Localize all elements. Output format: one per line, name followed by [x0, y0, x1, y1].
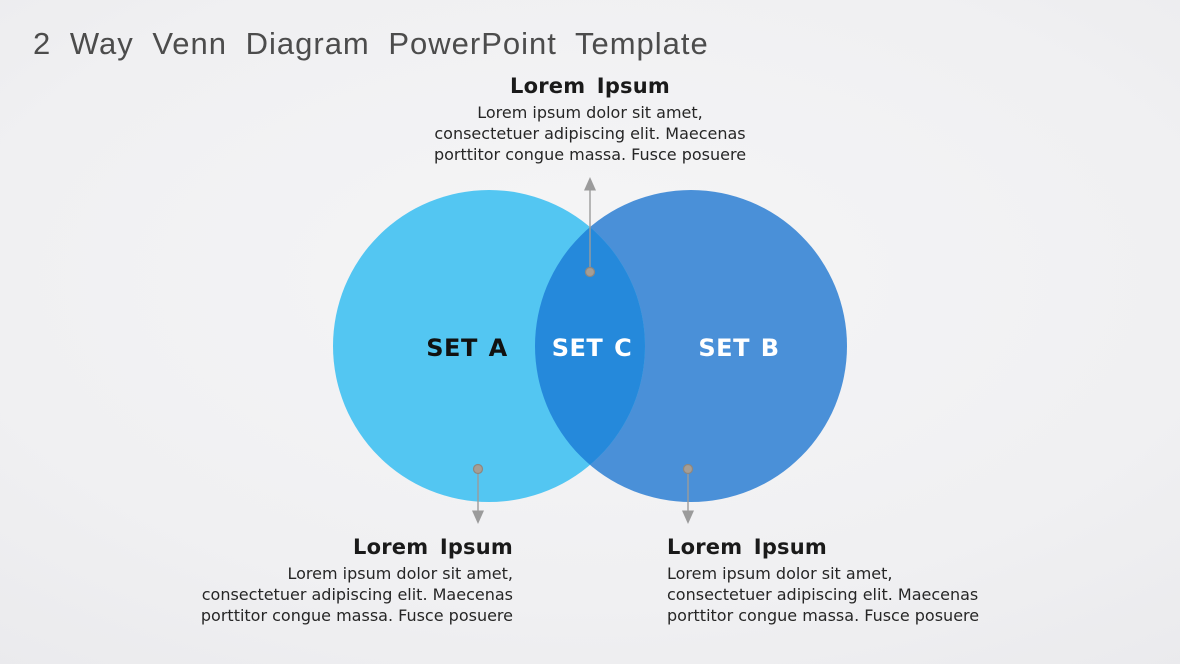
- annotation-bottom-left: Lorem Ipsum Lorem ipsum dolor sit amet, …: [201, 535, 513, 626]
- annotation-bottom-left-body-line: porttitor congue massa. Fusce posuere: [200, 606, 513, 625]
- arrow-bottom-right: [682, 463, 694, 524]
- arrow-bottom-left-dot-icon: [472, 463, 484, 475]
- arrow-bottom-right-dot-icon: [682, 463, 694, 475]
- annotation-bottom-right-body-line: Lorem ipsum dolor sit amet,: [667, 564, 893, 583]
- set-intersection-region: [535, 190, 645, 502]
- annotation-top-body-line: porttitor congue massa. Fusce posuere: [433, 145, 747, 164]
- set-c-label: SET C: [551, 334, 633, 362]
- arrow-top-dot-icon: [584, 266, 596, 278]
- annotation-bottom-left-body-line: consectetuer adipiscing elit. Maecenas: [201, 585, 513, 604]
- set-a-label: SET A: [426, 334, 508, 362]
- annotation-bottom-right-heading: Lorem Ipsum: [667, 535, 827, 559]
- annotation-bottom-left-body: Lorem ipsum dolor sit amet, consectetuer…: [201, 563, 513, 626]
- annotation-bottom-right: Lorem Ipsum Lorem ipsum dolor sit amet, …: [667, 535, 979, 626]
- annotation-top-body: Lorem ipsum dolor sit amet, consectetuer…: [434, 102, 746, 165]
- annotation-top: Lorem Ipsum Lorem ipsum dolor sit amet, …: [434, 74, 746, 165]
- annotation-bottom-right-body-line: consectetuer adipiscing elit. Maecenas: [667, 585, 979, 604]
- set-b-label: SET B: [698, 334, 780, 362]
- arrow-top-head-icon: [584, 177, 596, 191]
- annotation-top-heading: Lorem Ipsum: [510, 74, 670, 98]
- annotation-bottom-left-body-line: Lorem ipsum dolor sit amet,: [287, 564, 514, 583]
- arrow-bottom-left: [472, 463, 484, 524]
- arrow-top: [584, 177, 596, 278]
- annotation-top-body-line: Lorem ipsum dolor sit amet,: [477, 103, 703, 122]
- annotation-bottom-right-body: Lorem ipsum dolor sit amet, consectetuer…: [667, 563, 979, 626]
- annotation-top-body-line: consectetuer adipiscing elit. Maecenas: [434, 124, 746, 143]
- arrow-bottom-right-head-icon: [682, 510, 694, 524]
- annotation-bottom-right-body-line: porttitor congue massa. Fusce posuere: [667, 606, 980, 625]
- slide-title: 2 Way Venn Diagram PowerPoint Template: [33, 26, 709, 61]
- annotation-bottom-left-heading: Lorem Ipsum: [353, 535, 513, 559]
- arrow-bottom-left-head-icon: [472, 510, 484, 524]
